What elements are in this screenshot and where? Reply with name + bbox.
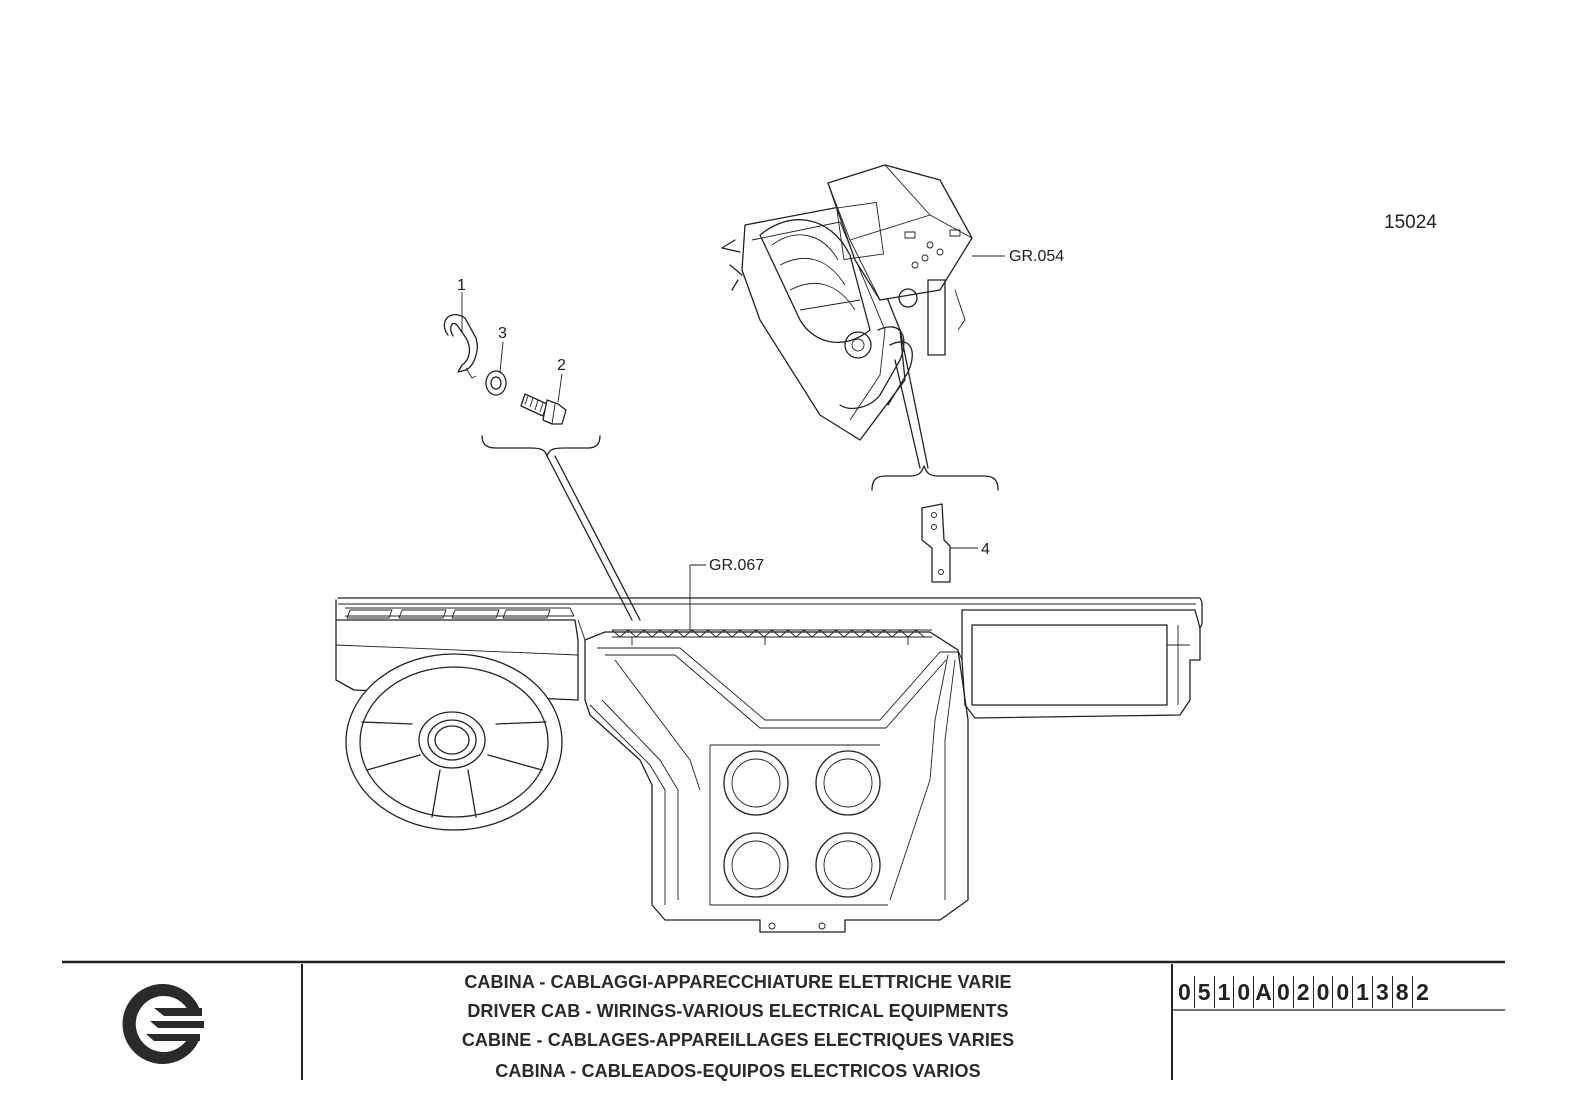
heater-unit	[721, 164, 973, 441]
callout-gr054: GR.054	[1009, 248, 1064, 265]
center-console	[584, 629, 969, 933]
callout-2: 2	[557, 357, 566, 374]
drawing-number: 15024	[1384, 212, 1437, 233]
item-4-bracket	[921, 503, 951, 583]
item-1-cable-clip	[443, 313, 478, 379]
leader-lines	[461, 255, 1005, 630]
callout-4: 4	[981, 541, 990, 558]
callout-1: 1	[457, 277, 466, 294]
title-block-frame	[62, 960, 1505, 1080]
dashboard-assembly	[335, 597, 1203, 933]
manufacturer-logo-icon	[122, 984, 204, 1064]
gauge-cluster	[723, 750, 881, 898]
wiring-harness	[611, 629, 932, 645]
callout-3: 3	[498, 325, 507, 342]
glove-box	[957, 609, 1201, 719]
item-3-washer	[485, 370, 507, 396]
item-2-screw	[520, 393, 567, 425]
steering-wheel	[345, 653, 563, 831]
callout-gr067: GR.067	[709, 557, 764, 574]
